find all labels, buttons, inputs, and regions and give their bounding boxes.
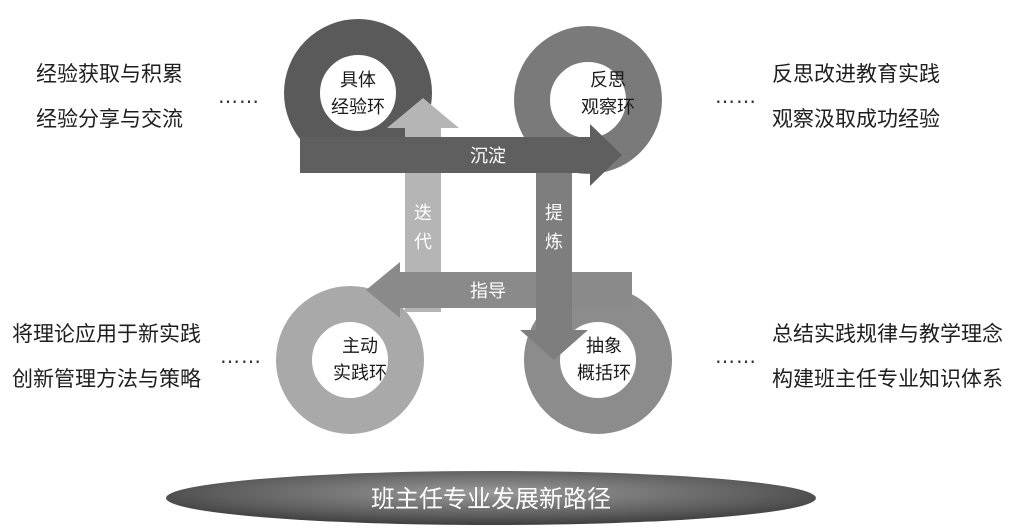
band-middle-label: 指导: [470, 281, 506, 302]
side-text-top-right-line-1: 反思改进教育实践: [772, 62, 940, 86]
side-text-top-left-line-2: 经验分享与交流: [36, 107, 183, 132]
band-top-arrow: [300, 124, 622, 186]
side-text-top-left: 经验获取与积累 经验分享与交流: [36, 62, 183, 152]
side-text-top-left-line-1: 经验获取与积累: [36, 62, 183, 86]
ring-top-left: [284, 19, 432, 167]
ring-top-right-label-1: 反思: [590, 70, 626, 91]
side-text-top-right-line-2: 观察汲取成功经验: [772, 107, 940, 132]
ring-top-left-label-1: 具体: [340, 70, 376, 91]
dots-top-right: ……: [715, 84, 757, 108]
side-text-bottom-right: 总结实践规律与教学理念 构建班主任专业知识体系: [772, 322, 1003, 412]
band-left-label-1: 迭: [414, 203, 432, 224]
ring-bottom-right-label-1: 抽象: [586, 336, 622, 357]
ring-top-left-label-2: 经验环: [331, 97, 385, 118]
band-right-label-1: 提: [545, 203, 563, 224]
dots-bottom-right: ……: [715, 344, 757, 368]
base-label: 班主任专业发展新路径: [371, 485, 611, 513]
ring-bottom-right-label-2: 概括环: [577, 363, 631, 384]
ring-bottom-left-label-2: 实践环: [333, 363, 387, 384]
ring-bottom-left-label-1: 主动: [342, 336, 378, 357]
side-text-bottom-left-line-1: 将理论应用于新实践: [12, 322, 201, 346]
side-text-top-right: 反思改进教育实践 观察汲取成功经验: [772, 62, 940, 152]
side-text-bottom-left-line-2: 创新管理方法与策略: [12, 367, 201, 392]
band-right-label-2: 炼: [545, 232, 563, 253]
base-platform: [166, 471, 816, 525]
ring-bottom-left: [276, 286, 424, 434]
side-text-bottom-right-line-2: 构建班主任专业知识体系: [772, 367, 1003, 392]
dots-top-left: ……: [218, 84, 260, 108]
band-left-label-2: 代: [414, 232, 432, 253]
ring-top-right-label-2: 观察环: [581, 97, 635, 118]
band-right-arrow: [520, 172, 588, 360]
side-text-bottom-right-line-1: 总结实践规律与教学理念: [772, 322, 1003, 346]
dots-bottom-left: ……: [220, 344, 262, 368]
band-top-label: 沉淀: [470, 146, 506, 167]
side-text-bottom-left: 将理论应用于新实践 创新管理方法与策略: [12, 322, 201, 412]
